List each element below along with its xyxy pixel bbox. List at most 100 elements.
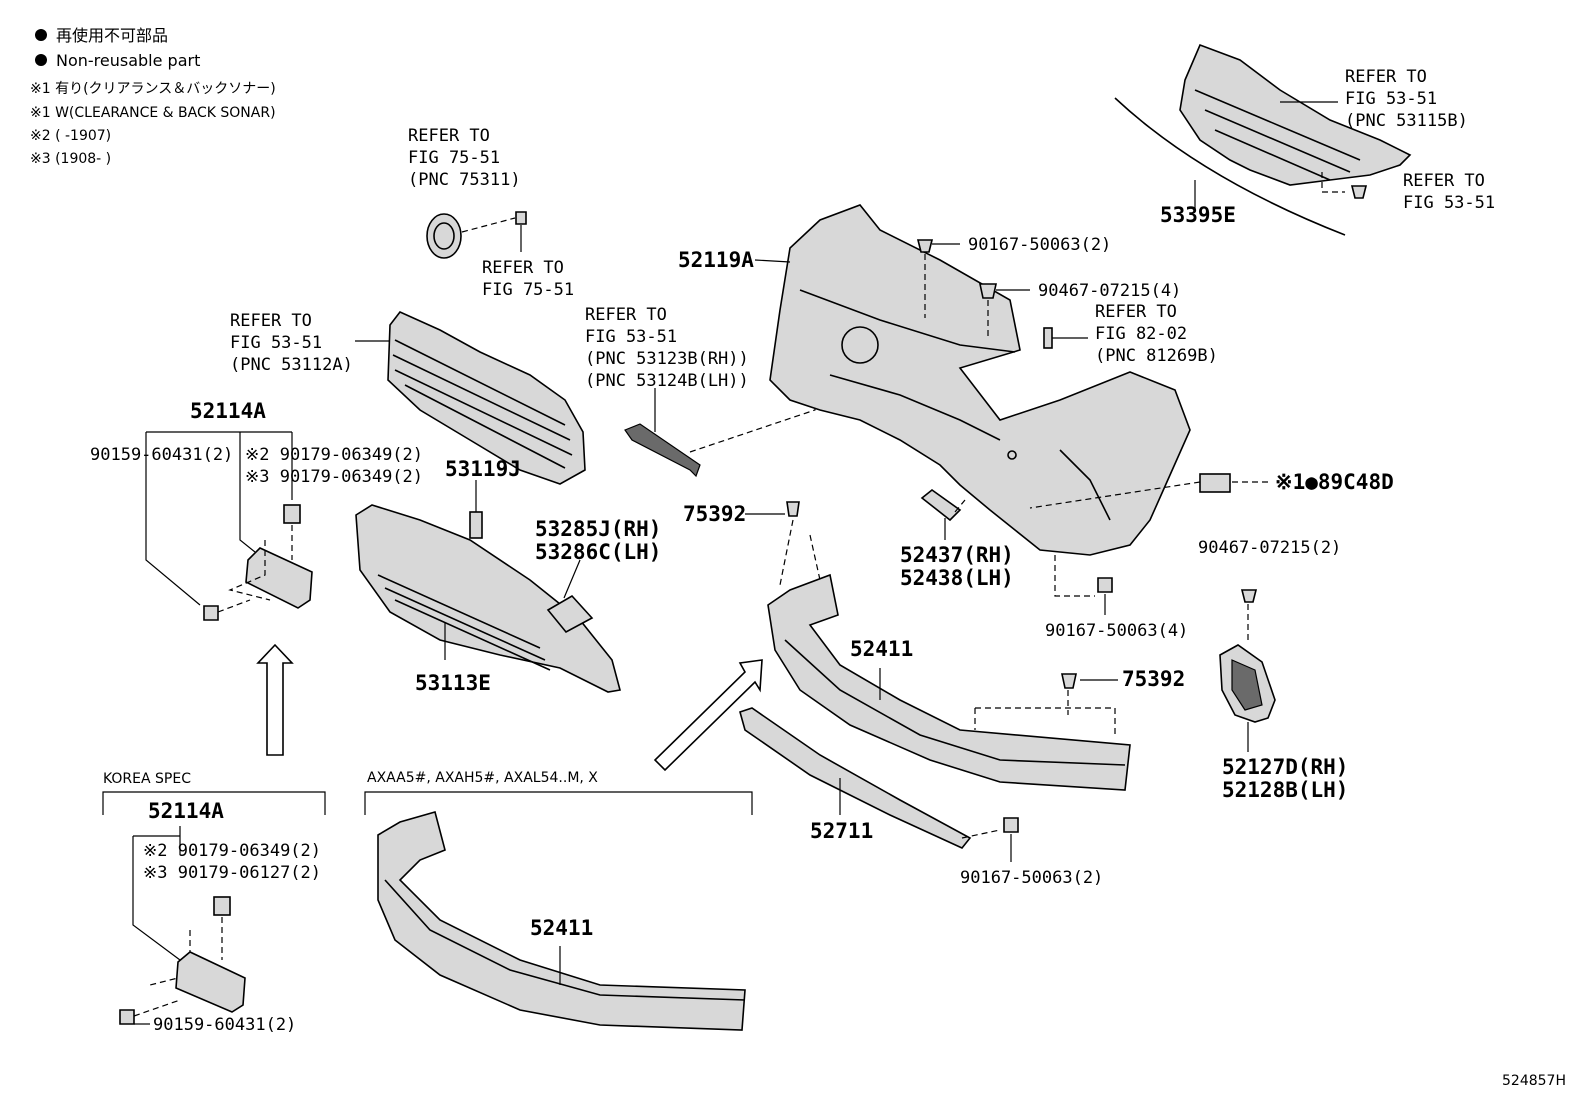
fastener-label: ※3 90179-06349(2) [245, 467, 423, 487]
emblem-ring [433, 222, 455, 250]
sensor-hole [1007, 450, 1017, 460]
dashline [228, 525, 293, 601]
legend-bullet-jp: 再使用不可部品 [56, 26, 168, 45]
dashline [133, 999, 181, 1017]
bracket-52114a-group: 52114A 90159-60431(2) ※2 90179-06349(2) … [90, 399, 423, 756]
strip-shape [624, 423, 701, 478]
bracket-shape [245, 547, 313, 609]
bolt-shape [1097, 577, 1113, 593]
dashline [954, 499, 966, 513]
plug-53119j [469, 511, 483, 539]
lamp-bezel-group: 90467-07215(2) 52127D(RH) 52128B(LH) [1198, 538, 1348, 802]
part-number: 52128B(LH) [1222, 778, 1348, 802]
bezel-mesh [1231, 659, 1263, 711]
sensor-plug [1043, 327, 1053, 349]
illustration-id: 524857H [1502, 1073, 1566, 1089]
dashline [974, 690, 1116, 735]
clip-shape [283, 504, 301, 524]
leader [754, 259, 791, 263]
fastener-label: 90167-50063(2) [960, 868, 1103, 888]
legend-note1-en: ※1 W(CLEARANCE & BACK SONAR) [30, 105, 276, 121]
legend: 再使用不可部品 Non-reusable part ※1 有り(クリアランス＆バ… [30, 26, 276, 167]
part-number: 53113E [415, 671, 491, 695]
lower-grille-group: 53119J 53285J(RH) 53286C(LH) 53113E [355, 457, 661, 695]
bumper-cover-group: 52119A [678, 204, 1191, 556]
emblem-screw [515, 211, 527, 225]
section-bracket [364, 791, 753, 815]
part-number: 52114A [190, 399, 266, 423]
part-number: 75392 [683, 502, 746, 526]
lower-bumper-group: 75392 52411 75392 [653, 501, 1185, 791]
fastener-label: 90167-50063(4) [1045, 621, 1188, 641]
part-number: 52119A [678, 248, 754, 272]
bracket-shape [175, 951, 246, 1013]
part-number: 52711 [810, 819, 873, 843]
part-number: 52411 [850, 637, 913, 661]
part-number: 52411 [530, 916, 593, 940]
bumper-emblem-hole [841, 326, 879, 364]
fastener-label: 90167-50063(2) [968, 235, 1111, 255]
part-number: 52438(LH) [900, 566, 1014, 590]
fastener-label: 90159-60431(2) [90, 445, 233, 465]
cover-52437-group: 52437(RH) 52438(LH) [900, 488, 1014, 590]
clip-shape [979, 283, 997, 299]
molding-shape [739, 707, 972, 849]
lower-bumper-shape [377, 811, 746, 1031]
clip-shape [786, 501, 800, 517]
dashline [1321, 172, 1345, 193]
part-number: 53395E [1160, 203, 1236, 227]
lower-bumper-line [384, 879, 746, 1001]
section-title: KOREA SPEC [103, 771, 191, 787]
upper-grille-slats [392, 339, 573, 469]
fastener-label: ※3 90179-06127(2) [143, 863, 321, 883]
absorber-ribs [1194, 89, 1361, 181]
leader [563, 559, 581, 599]
bolt-shape [1003, 817, 1019, 833]
emblem-dashline [461, 217, 516, 233]
strip-53395e [1114, 97, 1346, 236]
part-number: 75392 [1122, 667, 1185, 691]
part-number: 53119J [445, 457, 521, 481]
fastener-4-group: 90167-50063(4) [1045, 555, 1188, 641]
upper-grille-shape [387, 311, 586, 485]
lower-grille-shape [355, 504, 621, 693]
sensor-bracket-group: ※1●89C48D [1029, 470, 1394, 509]
emblem-shape [426, 213, 462, 259]
legend-note3: ※3 (1908- ) [30, 151, 111, 167]
part-number: 52127D(RH) [1222, 755, 1348, 779]
fastener-label: ※2 90179-06349(2) [245, 445, 423, 465]
legend-note1-jp: ※1 有り(クリアランス＆バックソナー) [30, 81, 276, 97]
cover-shape [920, 488, 962, 522]
lower-grille-mesh [377, 574, 551, 671]
sensor-bracket-shape [1199, 473, 1231, 493]
diagonal-arrow-icon [653, 659, 763, 772]
part-number: 52114A [148, 799, 224, 823]
leader [132, 826, 181, 961]
bullet-icon [35, 29, 47, 41]
legend-bullet-en: Non-reusable part [56, 51, 200, 70]
dashline [1054, 555, 1095, 597]
lower-bumper-shape [767, 573, 1131, 791]
up-arrow-icon [256, 643, 294, 756]
fastener-label: 90467-07215(2) [1198, 538, 1341, 558]
part-number: 53285J(RH) [535, 517, 661, 541]
part-number: 52437(RH) [900, 543, 1014, 567]
clip-shape [1240, 589, 1258, 603]
lower-bumper-line [784, 639, 1126, 766]
dashline [779, 519, 821, 586]
bullet-icon [35, 54, 47, 66]
part-number: 53286C(LH) [535, 540, 661, 564]
